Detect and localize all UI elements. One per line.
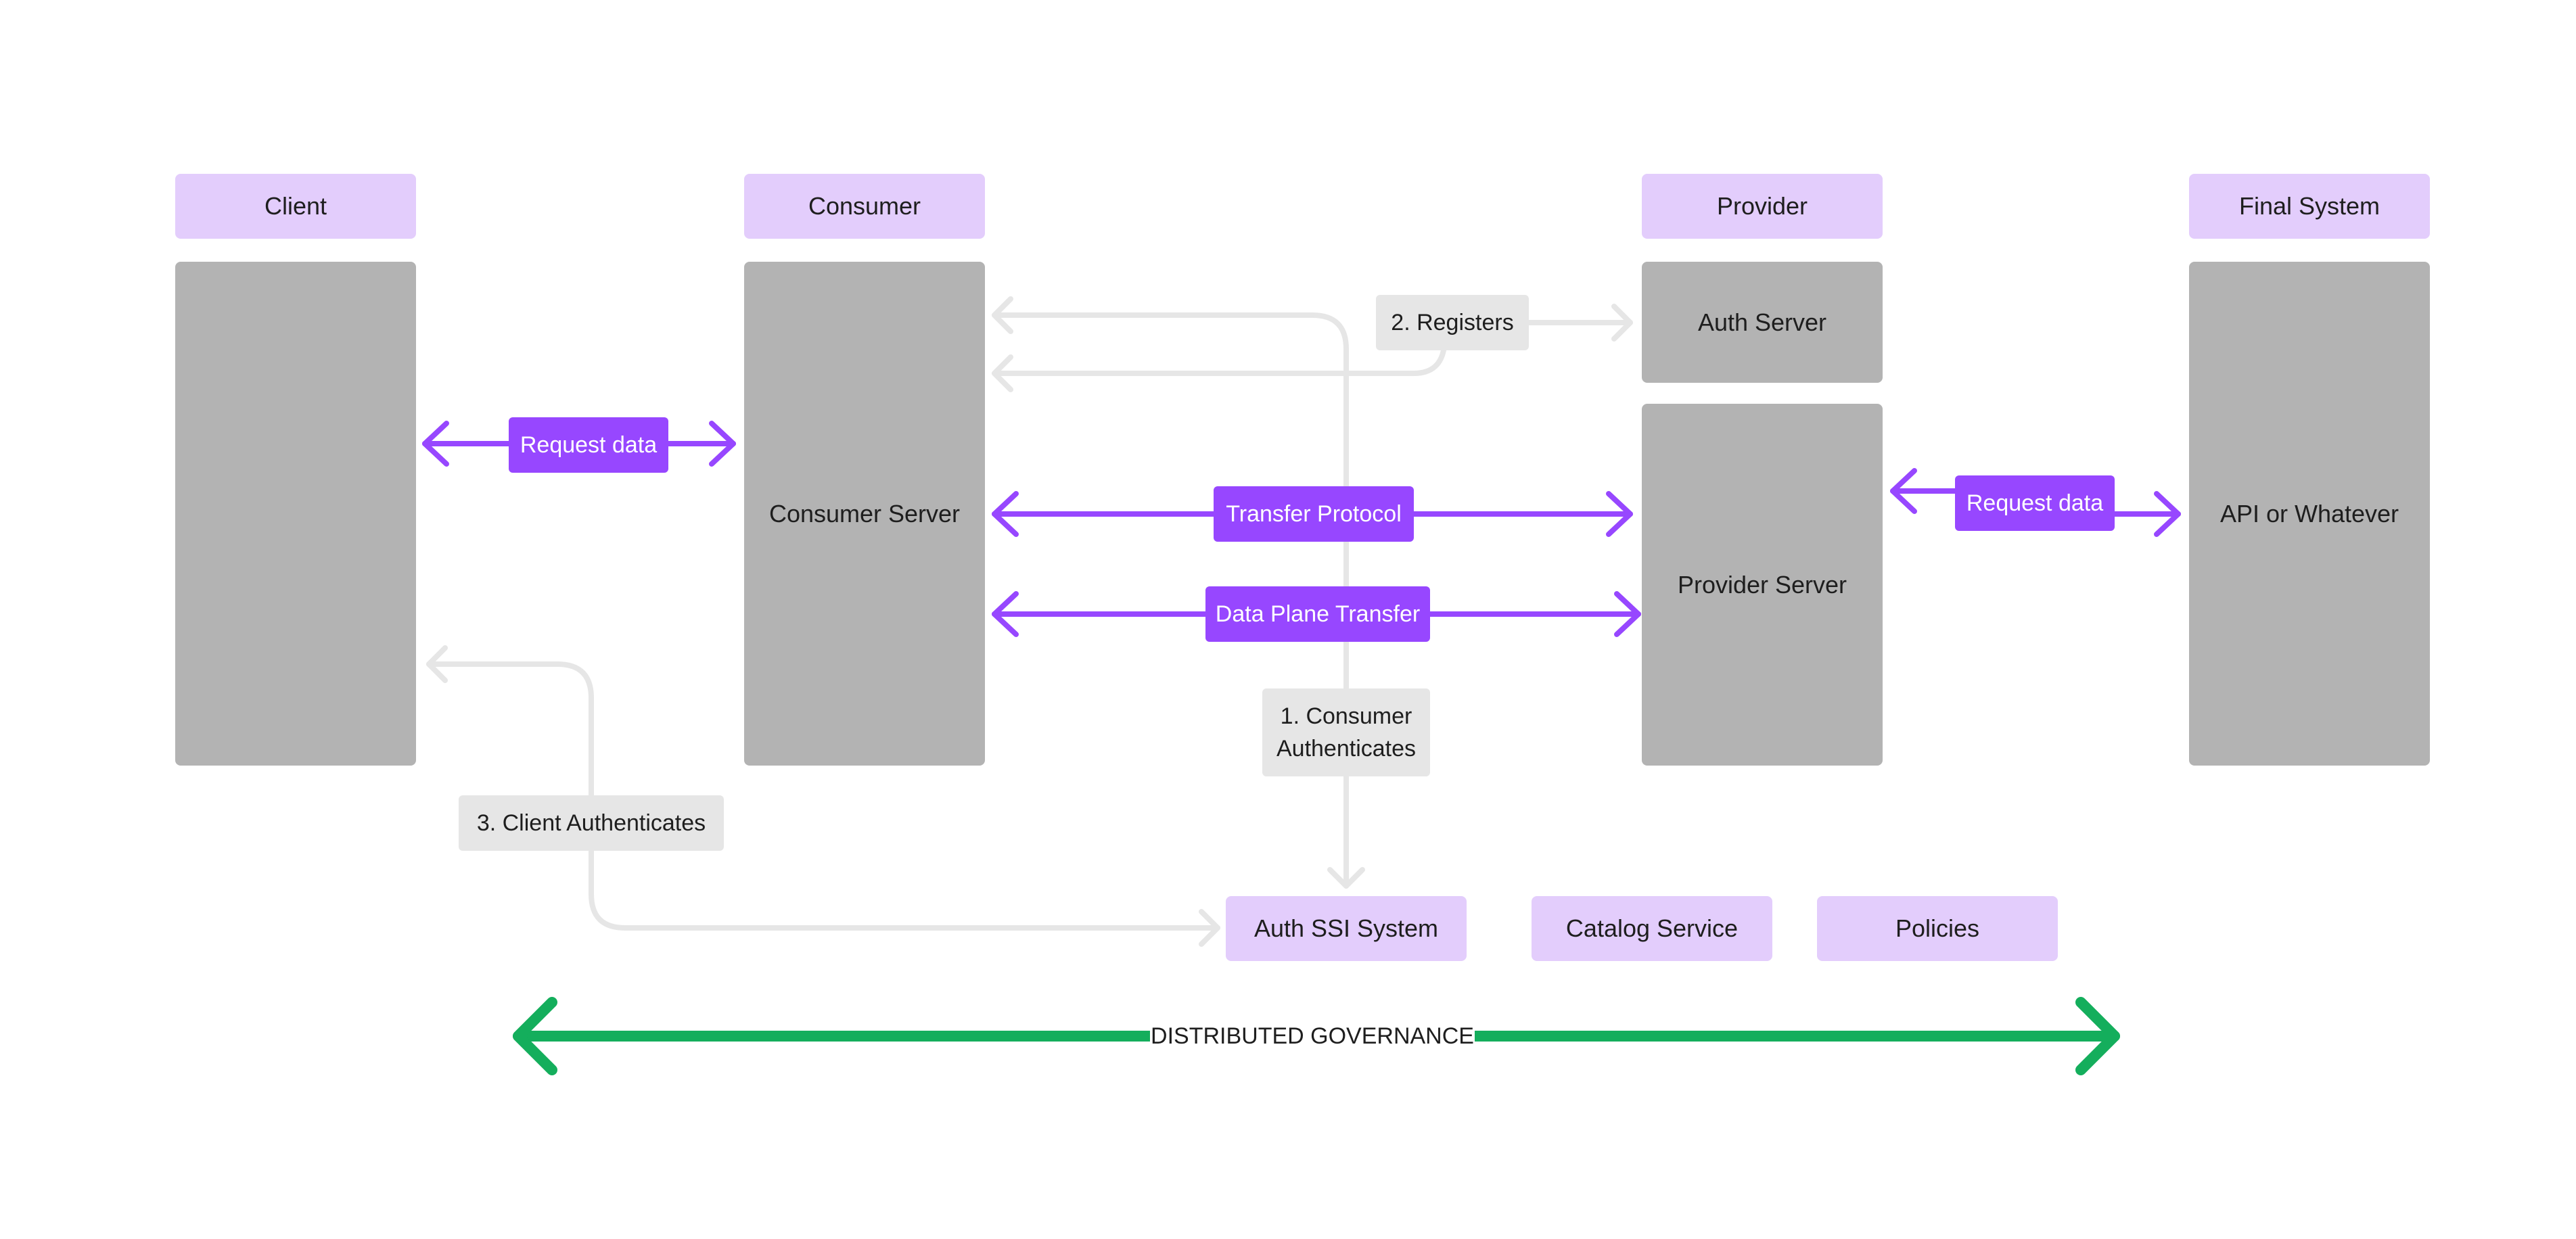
provider-header: Provider [1642, 174, 1883, 239]
data-plane-arrowhead-left [992, 591, 1019, 637]
final-system-header: Final System [2189, 174, 2430, 239]
provider-final-arrowhead-left [1890, 468, 1917, 514]
catalog-service: Catalog Service [1532, 896, 1772, 961]
governance-arrowhead-left [513, 997, 557, 1075]
client-consumer-request-label: Request data [509, 417, 668, 473]
distributed-governance-label: DISTRIBUTED GOVERNANCE [1150, 1014, 1475, 1058]
transfer-protocol-label: Transfer Protocol [1214, 486, 1414, 542]
provider-server: Provider Server [1642, 404, 1883, 766]
provider-final-arrowhead-right [2154, 491, 2181, 537]
client-authenticates-arrowhead-left [426, 645, 448, 683]
transfer-protocol-arrowhead-right [1606, 491, 1633, 537]
registers-return-connector [992, 344, 1447, 376]
client-consumer-arrowhead-right [709, 421, 736, 467]
consumer-header: Consumer [744, 174, 985, 239]
consumer-authenticates-connector [992, 312, 1349, 889]
client-authenticates-label: 3. Client Authenticates [459, 795, 724, 851]
consumer-server: Consumer Server [744, 262, 985, 766]
client-box [175, 262, 416, 766]
consumer-second-arrowhead [992, 354, 1013, 392]
consumer-authenticates-label: 1. Consumer Authenticates [1262, 688, 1430, 776]
registers-arrowhead [1611, 304, 1633, 342]
auth-server: Auth Server [1642, 262, 1883, 383]
data-plane-transfer-label: Data Plane Transfer [1205, 586, 1430, 642]
final-system-server: API or Whatever [2189, 262, 2430, 766]
client-authenticates-arrowhead-right [1199, 909, 1220, 947]
consumer-authenticates-arrowhead [1327, 867, 1365, 889]
policies: Policies [1817, 896, 2058, 961]
client-consumer-arrowhead-left [422, 421, 449, 467]
consumer-top-arrowhead [992, 296, 1013, 334]
transfer-protocol-arrowhead-left [992, 491, 1019, 537]
client-header: Client [175, 174, 416, 239]
auth-ssi-system: Auth SSI System [1226, 896, 1467, 961]
governance-arrowhead-right [2075, 997, 2120, 1075]
data-plane-arrowhead-right [1614, 591, 1641, 637]
registers-label: 2. Registers [1376, 295, 1529, 350]
provider-final-request-label: Request data [1955, 475, 2115, 531]
